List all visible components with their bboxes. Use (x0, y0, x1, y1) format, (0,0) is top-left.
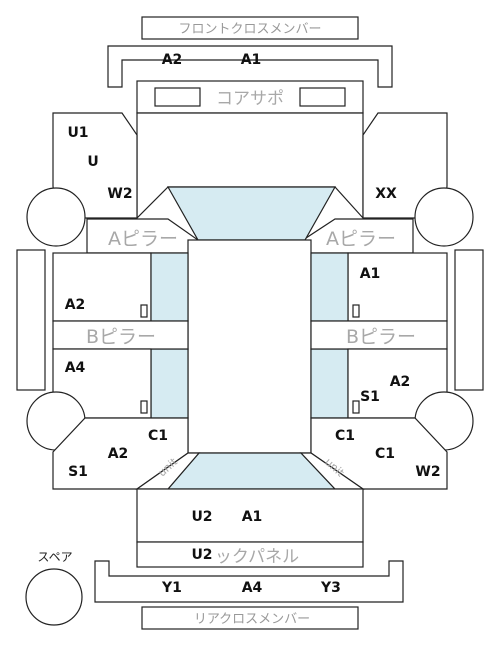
front-left-wheel[interactable] (26, 187, 86, 247)
code-rr-door-s1: S1 (360, 389, 380, 405)
b-pillar-right[interactable] (310, 320, 448, 350)
core-support-label: コアサポ (216, 89, 284, 109)
rear-cross-member-box (141, 606, 359, 630)
code-rr-w2: W2 (415, 464, 440, 480)
rear-right-door-handle (352, 400, 360, 414)
right-rear-window[interactable] (310, 348, 349, 419)
code-fr-door-a1: A1 (360, 266, 381, 282)
front-right-door[interactable] (347, 252, 448, 322)
code-rl-a2: A2 (108, 446, 129, 462)
front-right-wheel[interactable] (414, 187, 474, 247)
code-front-a1: A1 (241, 52, 262, 68)
left-side-step[interactable] (16, 249, 46, 391)
code-rl-door-a4: A4 (65, 360, 86, 376)
roof[interactable] (187, 239, 312, 454)
core-support-right-slot (299, 87, 346, 107)
trunk-lid[interactable] (136, 488, 364, 543)
code-fl-u1: U1 (67, 125, 88, 141)
code-front-a2: A2 (162, 52, 183, 68)
code-fl-u: U (87, 154, 98, 170)
front-cross-member-bracket[interactable] (107, 45, 393, 88)
code-rear-a4: A4 (242, 580, 263, 596)
code-fl-door-a2: A2 (65, 297, 86, 313)
code-back-panel-u2: U2 (191, 547, 212, 563)
code-rear-y3: Y3 (320, 580, 341, 596)
spare-label: スペア (37, 550, 72, 564)
b-pillar-left-label: Bピラー (86, 326, 156, 348)
code-fr-xx: XX (375, 186, 397, 202)
code-trunk-u2: U2 (191, 509, 212, 525)
front-cross-member-label: フロントクロスメンバー (178, 22, 321, 37)
back-panel[interactable] (136, 541, 364, 568)
left-front-window[interactable] (150, 252, 189, 322)
rear-cross-member-label: リアクロスメンバー (194, 612, 310, 627)
front-left-door[interactable] (52, 252, 152, 322)
b-pillar-right-label: Bピラー (346, 326, 416, 348)
back-panel-label: ックパネル (215, 547, 299, 567)
code-rr-door-a2: A2 (390, 374, 411, 390)
front-right-door-handle (352, 304, 360, 318)
code-trunk-a1: A1 (242, 509, 263, 525)
windshield[interactable] (166, 186, 337, 241)
a-pillar-left-label: Aピラー (108, 228, 178, 250)
code-fl-w2: W2 (107, 186, 132, 202)
right-front-window[interactable] (310, 252, 349, 322)
front-left-fender[interactable] (52, 112, 138, 219)
a-pillar-right-label: Aピラー (326, 228, 396, 250)
right-side-step[interactable] (454, 249, 484, 391)
front-left-door-handle (140, 304, 148, 318)
rear-cross-member-bracket[interactable] (94, 560, 404, 603)
spare-tire[interactable] (25, 568, 83, 626)
code-rl-s1: S1 (68, 464, 88, 480)
left-rear-window[interactable] (150, 348, 189, 419)
front-cross-member-box (141, 16, 359, 40)
code-rr-c1: C1 (375, 446, 395, 462)
code-rl-c1: C1 (148, 428, 168, 444)
rear-left-door-handle (140, 400, 148, 414)
core-support-left-slot (154, 87, 201, 107)
code-rear-y1: Y1 (161, 580, 182, 596)
code-rr-c1-inner: C1 (335, 428, 355, 444)
